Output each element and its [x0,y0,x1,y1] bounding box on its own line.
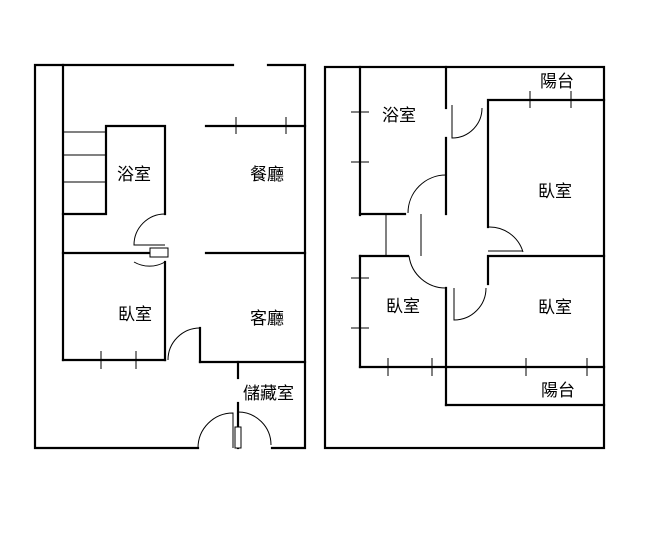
bedroom-w-door [408,255,447,289]
floor1-plan: 浴室 餐廳 臥室 客廳 儲藏室 [33,63,307,450]
bathroom-wall [61,124,167,216]
living-door [167,327,201,361]
room-label-living: 客廳 [250,309,284,329]
room-label-dining: 餐廳 [250,165,284,185]
bedroom-door [133,261,166,267]
floor2-plan: 浴室 陽台 臥室 臥室 臥室 陽台 [323,65,606,450]
entrance-door [197,412,234,449]
floor1-outer-wall-right [266,63,307,450]
bedroom-se-north-wall [486,254,606,286]
room-label-balcony-bottom: 陽台 [541,381,575,401]
storage-door [237,411,272,446]
bathroom-door-2 [451,105,483,139]
bathroom-door [407,174,447,214]
bedroom-se-door [453,287,487,321]
stairs [63,131,106,183]
room-label-bedroom: 臥室 [118,305,152,325]
room-label-bedroom-ne: 臥室 [538,182,572,202]
bedroom-ne-wall [486,98,606,229]
room-label-bathroom: 浴室 [382,106,416,126]
room-label-storage: 儲藏室 [243,384,294,404]
floor1-outer-wall [33,63,235,450]
room-label-balcony-top: 陽台 [540,72,574,92]
door-frame [149,247,169,258]
room-label-bathroom: 浴室 [117,165,151,185]
room-label-bedroom-w: 臥室 [386,297,420,317]
bedroom-ne-door [487,226,524,253]
room-label-bedroom-se: 臥室 [538,298,572,318]
floor2-outer-wall [323,65,606,450]
door-frame [234,426,242,449]
bathroom-door [133,213,166,246]
